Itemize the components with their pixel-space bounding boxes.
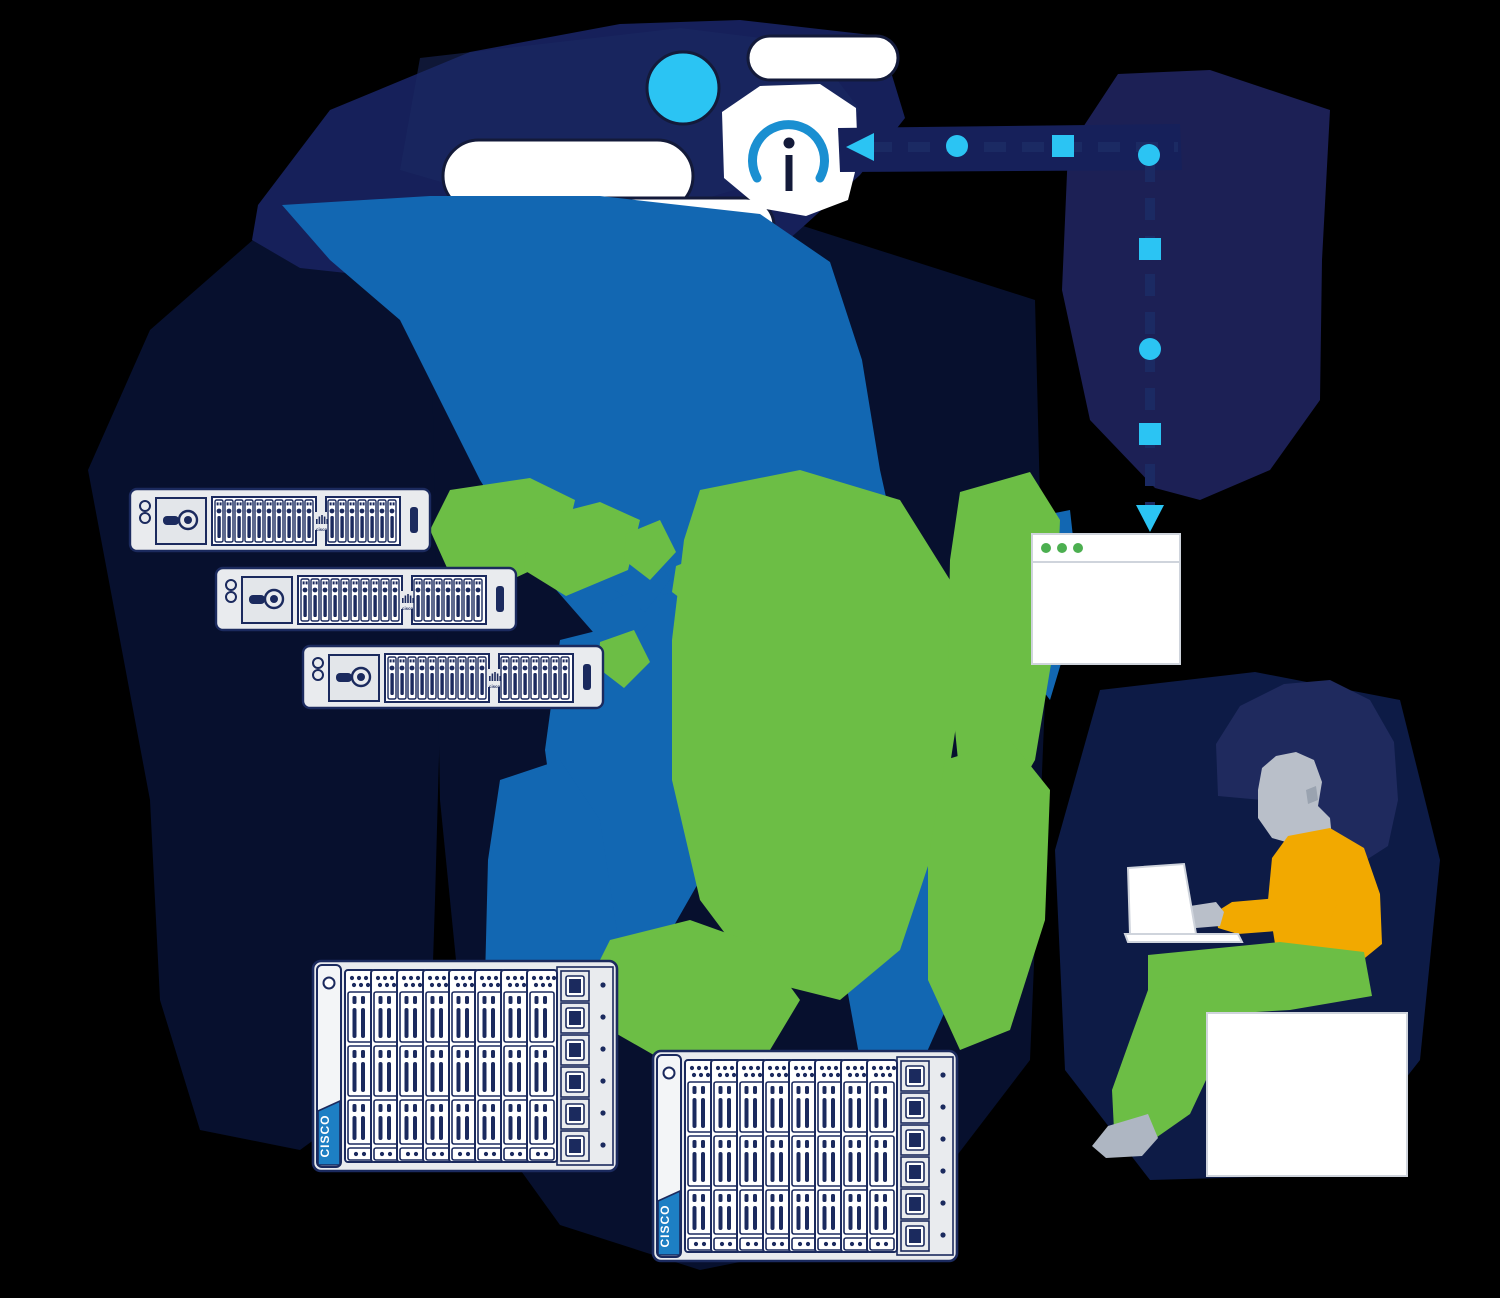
map-green-core [672,470,960,1000]
white-box-seat [1206,1012,1408,1177]
map-green-southeast [928,740,1050,1050]
info-badge-blob [722,84,858,216]
map-green-regions [430,470,1060,1070]
flow-node-square-2[interactable] [1139,238,1161,260]
laptop-base[interactable] [1123,933,1244,943]
flow-node-square-1[interactable] [1052,135,1074,157]
cyan-status-dot [645,50,721,126]
map-green-south [590,920,800,1070]
engineer-with-laptop [1092,680,1408,1177]
backdrop-left-mass [88,205,470,1150]
flow-node-circle-1[interactable] [946,135,968,157]
shirt [1268,828,1382,962]
chassis-2-status-leds [940,1072,946,1238]
ear [1306,786,1318,804]
flow-track-horizontal [838,124,1182,172]
flow-node-square-3[interactable] [1139,423,1161,445]
face [1258,752,1332,846]
pants-lower [1112,982,1222,1142]
chassis-1-status-leds [600,982,606,1148]
flow-node-circle-3[interactable] [1139,338,1161,360]
window-dot-2[interactable] [1057,543,1067,553]
flow-panel-right [1062,70,1330,500]
laptop-screen[interactable] [1126,862,1198,935]
map-green-north-strip [524,502,640,596]
flow-arrow-down [1136,505,1164,532]
blade-chassis-1[interactable] [311,959,619,1173]
browser-window-titlebar [1031,533,1181,563]
window-dot-3[interactable] [1073,543,1083,553]
map-green-isle-3 [598,630,650,688]
info-icon[interactable] [748,120,829,191]
shoe [1092,1114,1158,1158]
map-green-isle-1 [624,520,676,580]
blade-chassis-2[interactable] [651,1049,959,1263]
arm [1216,890,1338,934]
flow-node-circle-2[interactable] [1138,144,1160,166]
browser-window[interactable] [1031,533,1181,665]
flow-arrow-left [846,133,874,161]
placeholder-bar-top-right [746,34,900,82]
window-dot-1[interactable] [1041,543,1051,553]
